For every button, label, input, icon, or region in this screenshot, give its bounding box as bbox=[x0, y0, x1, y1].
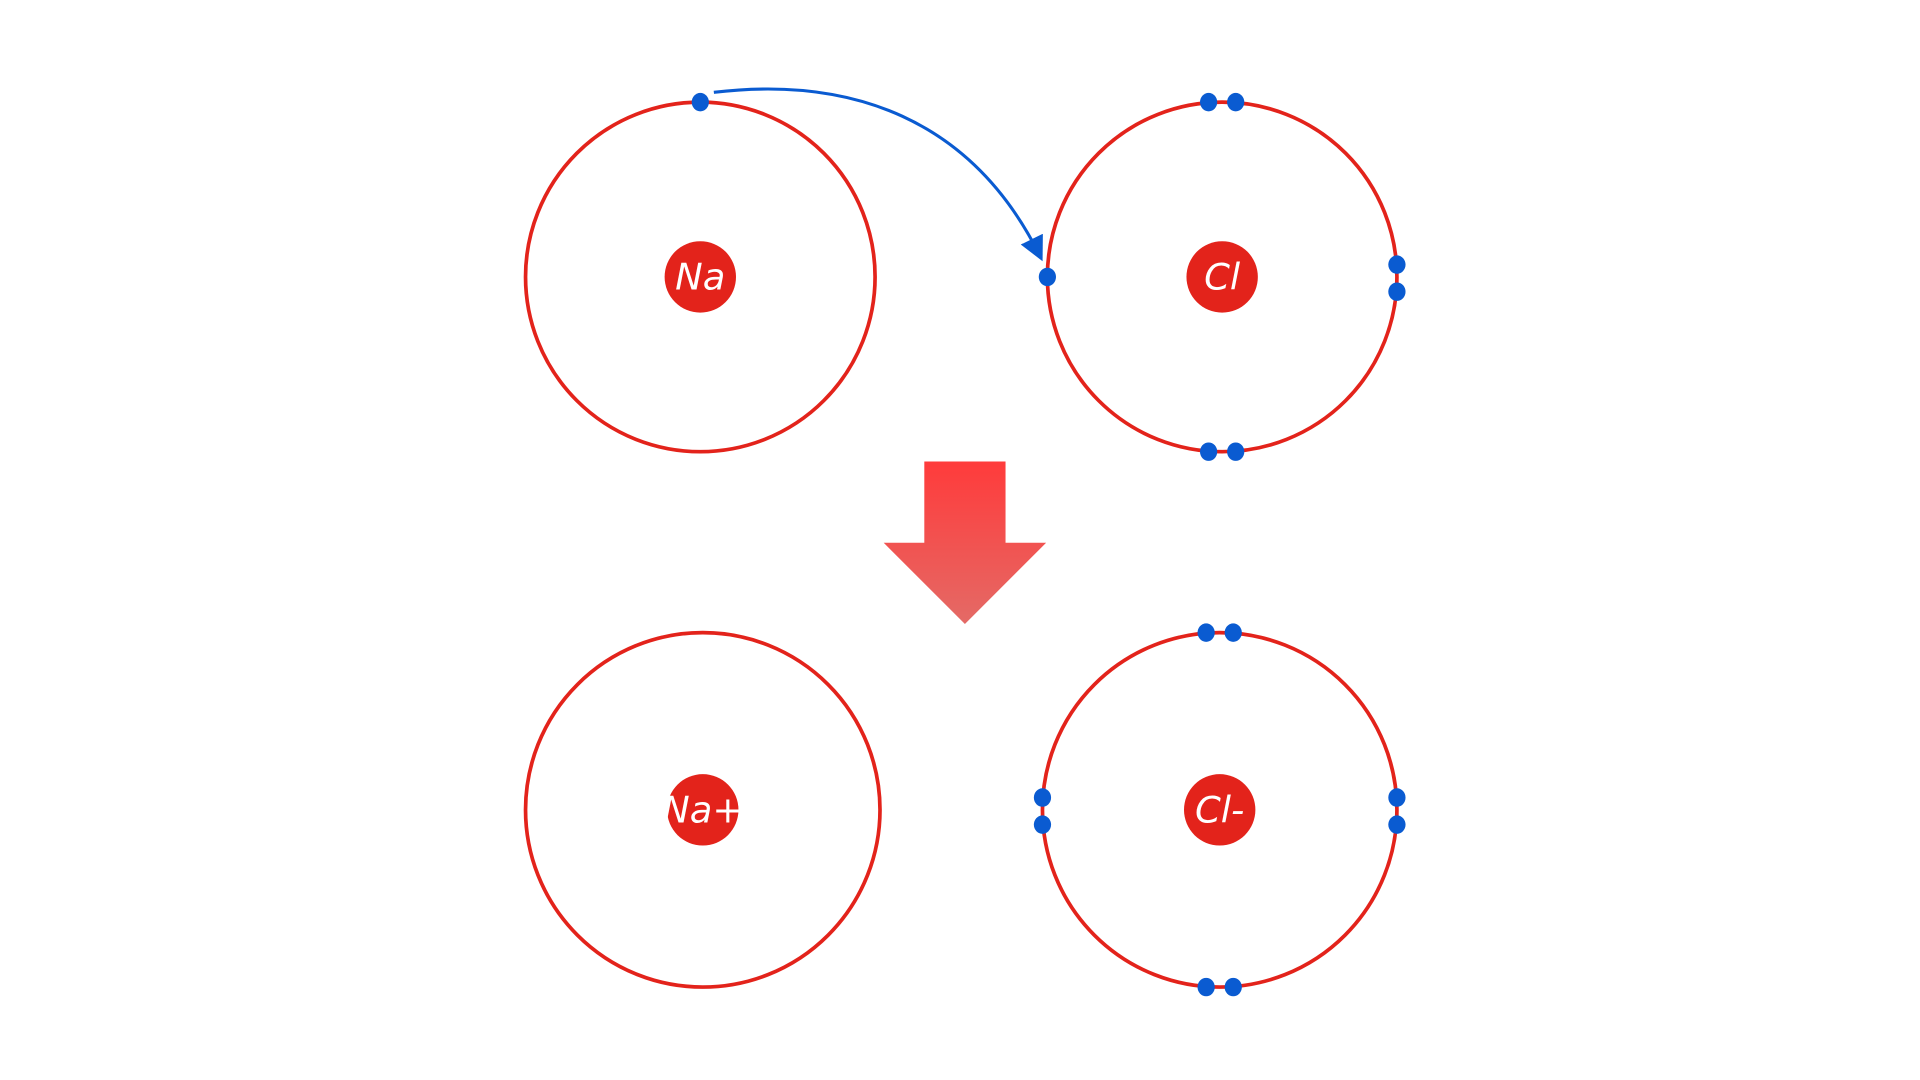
atom-label: Cl- bbox=[1195, 788, 1244, 831]
electron bbox=[1388, 282, 1406, 301]
electron bbox=[1033, 788, 1052, 807]
atom-cl: Cl bbox=[1038, 92, 1406, 461]
atom-na-ion: Na+ bbox=[523, 630, 882, 989]
atom-cl-ion: Cl- bbox=[1033, 623, 1406, 997]
electron bbox=[1388, 788, 1406, 807]
atom-label: Cl bbox=[1204, 255, 1241, 298]
electron bbox=[1033, 815, 1052, 834]
electron bbox=[1197, 623, 1215, 642]
electron bbox=[1388, 815, 1406, 834]
nucleus bbox=[667, 774, 739, 846]
electron bbox=[1200, 92, 1218, 112]
electron-shell bbox=[523, 630, 882, 989]
reaction-down-arrow-icon bbox=[883, 461, 1047, 624]
electron-shell bbox=[1040, 630, 1399, 989]
electron bbox=[1224, 977, 1242, 997]
electron bbox=[1038, 267, 1056, 287]
nucleus bbox=[1184, 774, 1256, 846]
electron bbox=[1197, 977, 1215, 997]
nucleus bbox=[1186, 241, 1258, 313]
electron bbox=[1227, 92, 1245, 112]
nucleus bbox=[664, 241, 736, 313]
electron bbox=[691, 92, 709, 112]
atom-label: Na bbox=[675, 255, 725, 298]
electron bbox=[1224, 623, 1242, 642]
electron bbox=[1200, 442, 1218, 461]
electron-transfer-arrow bbox=[713, 87, 1043, 262]
electron bbox=[1227, 442, 1245, 461]
atom-na: Na bbox=[523, 92, 877, 454]
atom-label: Na+ bbox=[662, 788, 743, 831]
electron bbox=[1388, 255, 1406, 274]
